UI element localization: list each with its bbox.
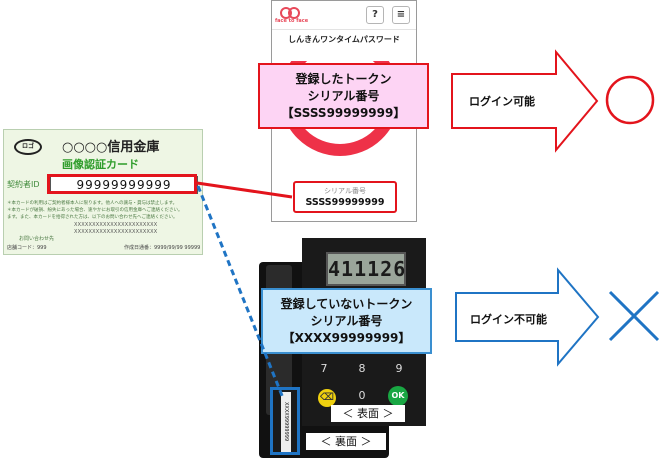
logo-ring-icon — [288, 7, 300, 19]
app-logo-text: face to face — [275, 18, 309, 24]
app-title: しんきんワンタイムパスワード — [288, 35, 400, 44]
phone-serial-box: シリアル番号 SSSS99999999 — [293, 181, 397, 213]
front-face-label: ＜ 表面 ＞ — [331, 405, 405, 422]
contract-id-value: 99999999999 — [76, 178, 172, 192]
registered-line2: シリアル番号 — [307, 89, 380, 103]
card-masked-line: XXXXXXXXXXXXXXXXXXXXXXX — [74, 229, 158, 235]
contract-id-label: 契約者ID — [7, 180, 40, 189]
unregistered-arrow-icon — [455, 267, 600, 367]
back-serial-text: XXXX99999999 — [281, 392, 291, 452]
branch-code: 店舗コード：999 — [7, 245, 47, 251]
card-note: ＊本カードが破損、紛失にあった場合、速やかにお取引の信用金庫へご連絡ください。 — [7, 208, 183, 213]
registered-token-callout: 登録したトークン シリアル番号 【SSSS99999999】 — [258, 63, 429, 129]
card-id-highlight — [47, 174, 197, 194]
card-note: ます。また、本カードを拾得された方は、以下のお問い合わせ先へご連絡ください。 — [7, 215, 178, 220]
help-button[interactable]: ? — [366, 6, 384, 24]
registered-arrow-icon — [451, 49, 599, 153]
bank-logo: ロゴ — [14, 139, 42, 155]
key-0[interactable]: 0 — [358, 389, 366, 402]
unregistered-line2: シリアル番号 — [310, 314, 383, 328]
clear-key-icon[interactable]: ⌫ — [318, 389, 336, 407]
created-date: 作成日通番：9999/99/99 99999 — [124, 245, 201, 251]
circle-ok-icon — [605, 75, 655, 125]
ok-key[interactable]: OK — [388, 386, 408, 406]
unregistered-result-label: ログイン不可能 — [470, 313, 547, 326]
card-type: 画像認証カード — [62, 158, 139, 171]
key-8[interactable]: 8 — [358, 362, 366, 375]
serial-label: シリアル番号 — [324, 187, 366, 195]
token-otp-number: 411126 — [328, 257, 407, 281]
token-display: 411126 — [326, 252, 406, 286]
key-7[interactable]: 7 — [320, 362, 328, 375]
bank-name: ○○○○信用金庫 — [62, 140, 160, 155]
unregistered-line3: 【XXXX99999999】 — [282, 331, 411, 345]
registered-result-label: ログイン可能 — [469, 95, 535, 108]
back-serial-highlight: XXXX99999999 — [270, 387, 300, 455]
menu-button[interactable]: ≡ — [392, 6, 410, 24]
cross-ng-icon — [608, 290, 660, 342]
card-to-token-connector — [196, 185, 285, 399]
serial-value: SSSS99999999 — [305, 197, 385, 208]
registered-line1: 登録したトークン — [295, 72, 392, 86]
card-to-phone-connector — [196, 181, 293, 199]
unregistered-line1: 登録していないトークン — [280, 297, 413, 311]
key-9[interactable]: 9 — [395, 362, 403, 375]
unregistered-token-callout: 登録していないトークン シリアル番号 【XXXX99999999】 — [261, 288, 432, 354]
registered-line3: 【SSSS99999999】 — [281, 106, 406, 120]
card-note: ＊本カードの利用はご契約者様本人に限ります。他人への譲与・貸与は禁止します。 — [7, 201, 178, 206]
card-masked-line: XXXXXXXXXXXXXXXXXXXXXXX — [74, 222, 158, 228]
back-face-label: ＜ 裏面 ＞ — [306, 433, 386, 450]
app-header: face to face ? ≡ — [272, 1, 416, 30]
card-inquiry-label: お問い合わせ先 — [19, 236, 55, 242]
